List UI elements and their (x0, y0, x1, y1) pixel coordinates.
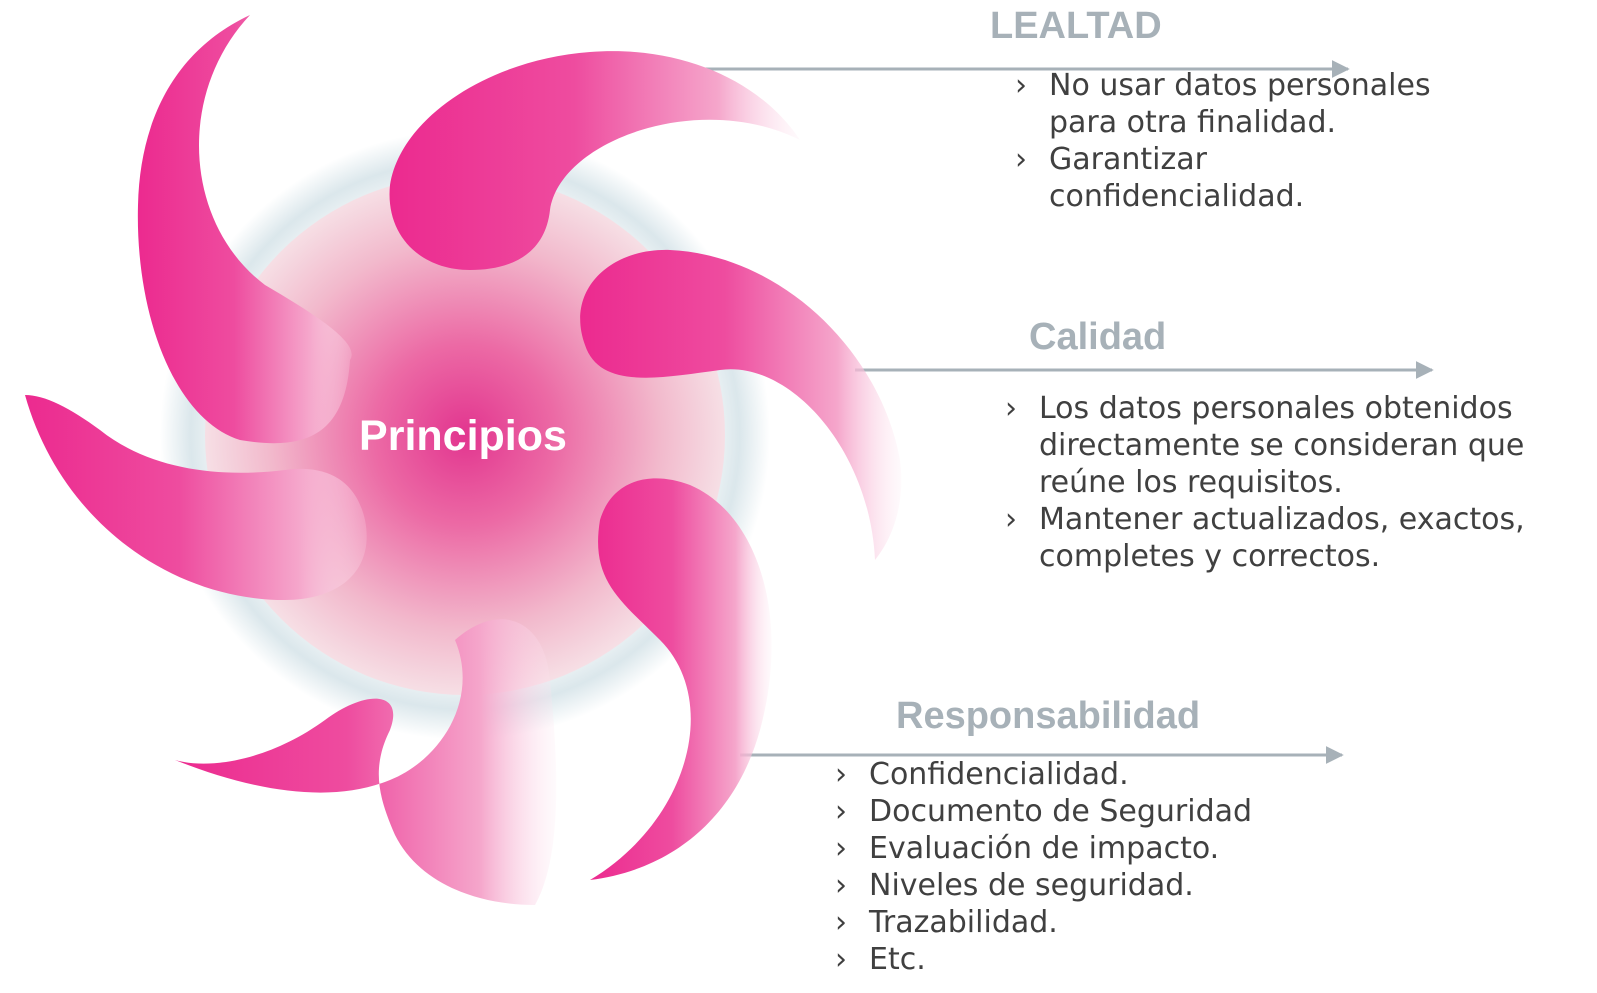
petal-3 (580, 249, 902, 560)
petal-1 (137, 15, 352, 444)
responsabilidad-title: Responsabilidad (896, 695, 1201, 737)
petal-4 (590, 478, 772, 880)
list-item: Etc. (835, 941, 1305, 978)
petal-2 (389, 51, 800, 271)
list-item: Documento de Seguridad (835, 793, 1305, 830)
list-item: Evaluación de impacto. (835, 830, 1305, 867)
lealtad-title: LEALTAD (990, 5, 1162, 47)
list-item: Niveles de seguridad. (835, 867, 1305, 904)
calidad-title: Calidad (1029, 316, 1167, 358)
list-item: Confidencialidad. (835, 756, 1305, 793)
list-item: Los datos personales obtenidos directame… (1005, 390, 1560, 501)
responsabilidad-list: Confidencialidad. Documento de Seguridad… (835, 756, 1305, 978)
calidad-list: Los datos personales obtenidos directame… (1005, 390, 1560, 575)
petal-6 (25, 395, 367, 600)
list-item: Garantizar confidencialidad. (1015, 141, 1339, 215)
petal-group (25, 15, 902, 905)
list-item: Trazabilidad. (835, 904, 1305, 941)
lealtad-list: No usar datos personales para otra final… (1015, 67, 1465, 215)
petal-5 (175, 619, 557, 905)
list-item: Mantener actualizados, exactos, complete… (1005, 501, 1560, 575)
center-title: Principios (359, 412, 567, 460)
list-item: No usar datos personales para otra final… (1015, 67, 1465, 141)
